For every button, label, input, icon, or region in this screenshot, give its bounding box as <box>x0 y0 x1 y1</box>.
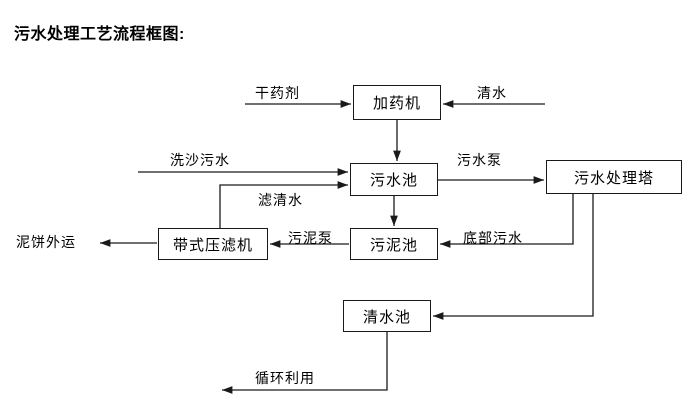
node-wastewater-pool[interactable]: 污水池 <box>350 163 438 196</box>
label-clean-water: 清水 <box>477 85 507 101</box>
node-dosing-machine[interactable]: 加药机 <box>353 85 441 120</box>
node-treatment-tower[interactable]: 污水处理塔 <box>546 160 682 194</box>
label-sewage-pump: 污水泵 <box>457 152 502 168</box>
node-belt-filter-press[interactable]: 带式压滤机 <box>158 228 268 260</box>
wire-tower-bottom-sewage-to-sludge-pool <box>440 194 574 248</box>
label-bottom-sewage: 底部污水 <box>463 230 523 246</box>
node-label: 加药机 <box>372 95 421 112</box>
label-filtered-clear-water: 滤清水 <box>258 192 303 208</box>
label-recycle-reuse: 循环利用 <box>255 370 315 386</box>
node-label: 带式压滤机 <box>172 236 253 254</box>
label-mud-cake-outbound: 泥饼外运 <box>16 234 76 250</box>
wire-clear-water-pool-to-recycle <box>222 332 388 394</box>
label-sand-wash-sewage: 洗沙污水 <box>170 152 230 168</box>
node-label: 污水池 <box>369 172 418 189</box>
node-label: 清水池 <box>362 308 411 326</box>
node-clear-water-pool[interactable]: 清水池 <box>343 300 431 332</box>
label-sludge-pump: 污泥泵 <box>288 230 333 246</box>
label-dry-chemical: 干药剂 <box>255 85 300 101</box>
node-label: 污水处理塔 <box>573 169 654 187</box>
wire-tower-to-clear-water-pool <box>433 194 594 320</box>
node-label: 污泥池 <box>369 236 418 254</box>
wire-filtered-water-to-wastewater-pool <box>219 181 348 228</box>
node-sludge-pool[interactable]: 污泥池 <box>350 228 438 260</box>
page-title: 污水处理工艺流程框图: <box>14 26 185 43</box>
